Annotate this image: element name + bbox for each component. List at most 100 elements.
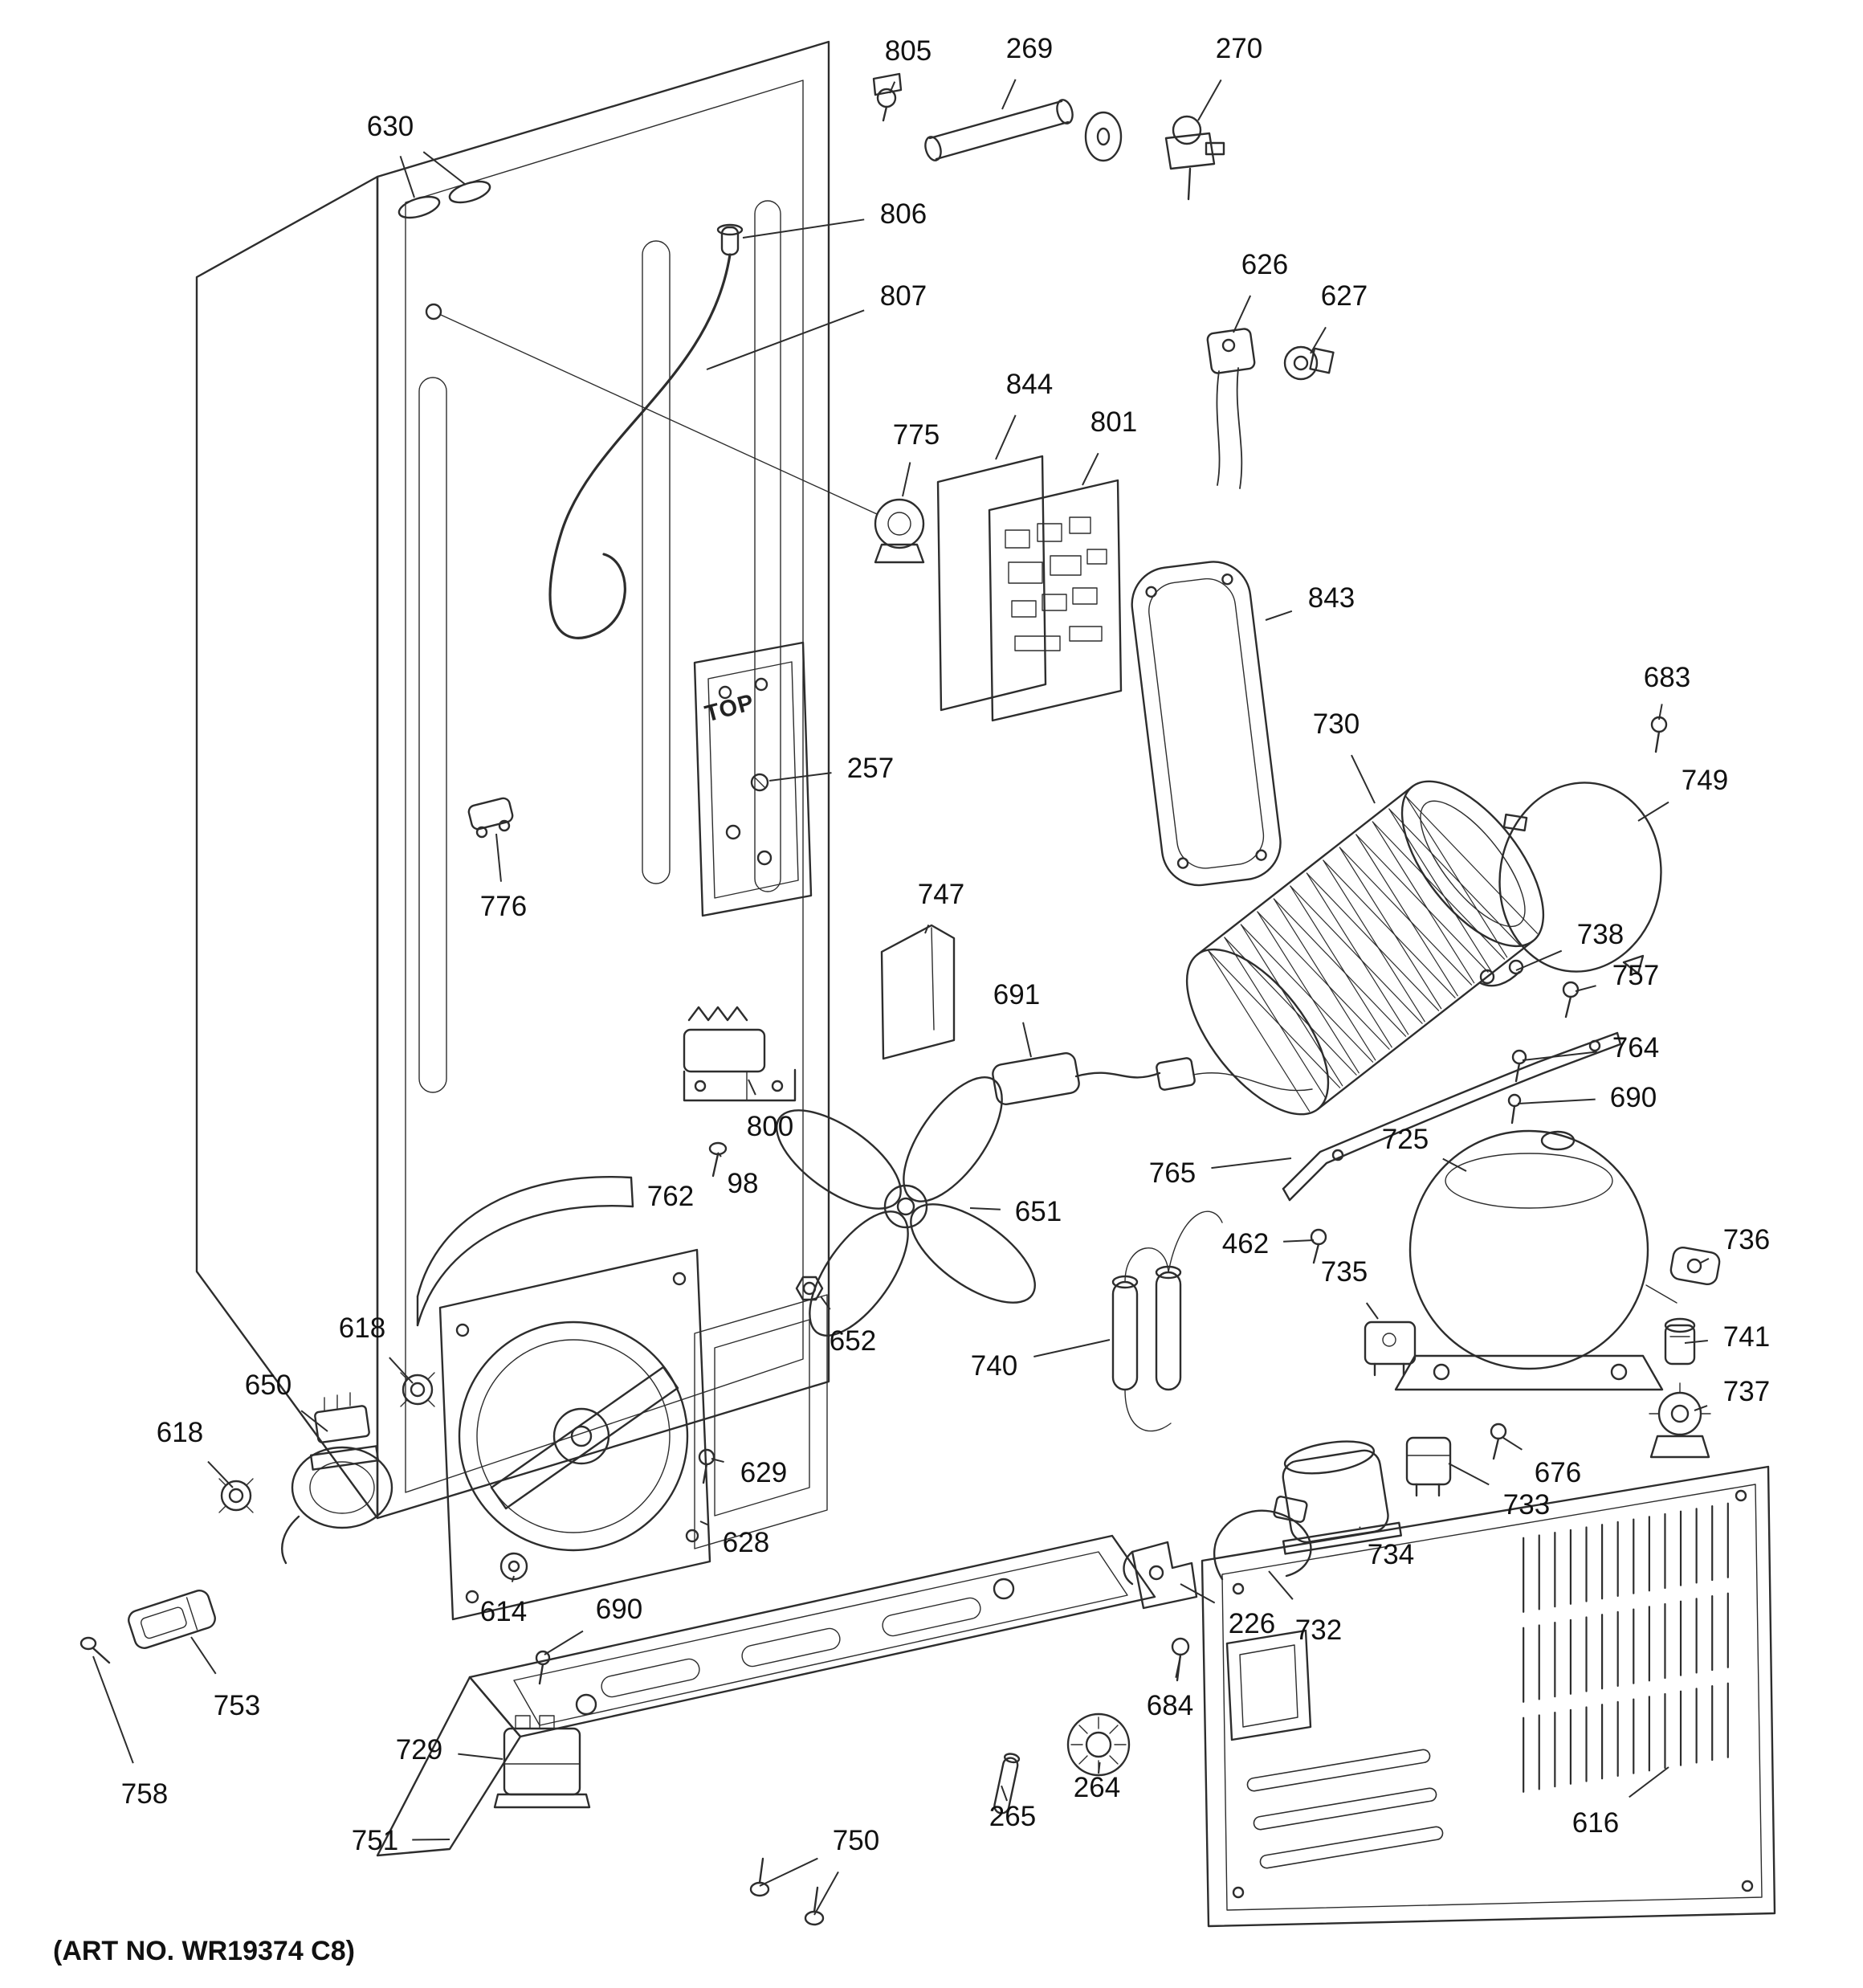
callout-844: 844 bbox=[1006, 369, 1053, 400]
motor-grommet-top bbox=[400, 1372, 435, 1407]
decor-line bbox=[699, 1521, 708, 1526]
motor-grommet-left bbox=[218, 1478, 254, 1513]
callout-806: 806 bbox=[880, 198, 927, 230]
decor-line bbox=[190, 1636, 217, 1675]
compressor bbox=[1394, 1129, 1678, 1391]
decor-line bbox=[742, 218, 865, 239]
decor-line bbox=[1522, 1051, 1597, 1061]
callout-618: 618 bbox=[157, 1417, 203, 1448]
decor-line bbox=[706, 309, 865, 370]
decor-line bbox=[1290, 885, 1392, 1048]
decor-line bbox=[1658, 704, 1663, 720]
callout-628: 628 bbox=[723, 1527, 769, 1558]
callout-616: 616 bbox=[1572, 1807, 1619, 1839]
callout-618: 618 bbox=[339, 1312, 385, 1344]
callout-690: 690 bbox=[1610, 1082, 1657, 1113]
callout-629: 629 bbox=[740, 1457, 787, 1488]
compressor-connector bbox=[1664, 1317, 1696, 1365]
callout-226: 226 bbox=[1229, 1608, 1275, 1639]
panel-clip bbox=[467, 797, 514, 839]
decor-line bbox=[1372, 821, 1506, 960]
callout-652: 652 bbox=[830, 1325, 876, 1357]
wire-clamp bbox=[1283, 345, 1335, 381]
drain-heater bbox=[683, 1006, 797, 1102]
callout-737: 737 bbox=[1723, 1376, 1770, 1407]
decor-line bbox=[1022, 1022, 1032, 1058]
callout-749: 749 bbox=[1682, 765, 1728, 796]
decor-line bbox=[717, 1152, 722, 1157]
decor-line bbox=[889, 81, 896, 94]
decor-line bbox=[1575, 985, 1596, 992]
hole-grommet bbox=[874, 498, 925, 564]
callout-776: 776 bbox=[480, 891, 527, 922]
callout-676: 676 bbox=[1535, 1457, 1581, 1488]
callout-741: 741 bbox=[1723, 1321, 1770, 1353]
decor-line bbox=[711, 1458, 724, 1463]
decor-line bbox=[1388, 808, 1522, 947]
decor-line bbox=[1306, 872, 1409, 1035]
decor-line bbox=[1224, 937, 1357, 1076]
drain-pan bbox=[376, 1534, 1156, 1857]
callout-736: 736 bbox=[1723, 1224, 1770, 1255]
decor-line bbox=[1240, 924, 1343, 1087]
decor-line bbox=[495, 833, 502, 882]
tube-clip bbox=[872, 72, 903, 122]
callout-730: 730 bbox=[1313, 708, 1360, 740]
callout-747: 747 bbox=[918, 879, 964, 910]
drain-tube bbox=[993, 1753, 1021, 1815]
condenser-coil bbox=[1185, 780, 1545, 1116]
callout-650: 650 bbox=[245, 1370, 291, 1401]
pan-screws bbox=[749, 1857, 825, 1926]
rear-access-panel bbox=[1201, 1465, 1776, 1928]
panel-grille bbox=[1523, 1502, 1729, 1793]
top-marking: TOP bbox=[703, 689, 757, 727]
callout-805: 805 bbox=[885, 35, 932, 67]
callout-734: 734 bbox=[1368, 1539, 1414, 1570]
water-inlet-valve bbox=[1164, 115, 1225, 201]
decor-line bbox=[1517, 1098, 1596, 1104]
decor-line bbox=[1257, 911, 1390, 1050]
insulation-block bbox=[880, 924, 956, 1060]
base-screw-left bbox=[535, 1650, 551, 1685]
decor-line bbox=[1175, 1655, 1181, 1678]
bracket-screw bbox=[1511, 1049, 1527, 1083]
decor-line bbox=[412, 1839, 450, 1841]
decor-line bbox=[1082, 452, 1099, 486]
decor-line bbox=[1372, 821, 1475, 984]
callout-270: 270 bbox=[1216, 33, 1262, 64]
decor-line bbox=[759, 1857, 818, 1887]
callout-729: 729 bbox=[396, 1734, 442, 1766]
callout-807: 807 bbox=[880, 280, 927, 312]
callout-801: 801 bbox=[1090, 406, 1137, 438]
decor-line bbox=[1306, 872, 1440, 1011]
decor-line bbox=[1355, 834, 1458, 997]
decor-line bbox=[1404, 795, 1508, 958]
mount-screw-right bbox=[1507, 1093, 1522, 1125]
water-tube bbox=[548, 253, 732, 639]
decor-line bbox=[1283, 1239, 1315, 1243]
decor-line bbox=[1211, 1157, 1292, 1170]
tube-grommet bbox=[716, 223, 744, 256]
condenser-fan-blade bbox=[776, 1076, 1036, 1337]
condenser-cover bbox=[1498, 782, 1662, 975]
art-number: (ART NO. WR19374 C8) bbox=[53, 1936, 355, 1966]
callout-762: 762 bbox=[647, 1181, 694, 1212]
decor-line bbox=[1268, 1570, 1294, 1600]
callout-732: 732 bbox=[1295, 1614, 1342, 1646]
callout-843: 843 bbox=[1308, 582, 1355, 614]
diagram-artwork: TOP bbox=[53, 40, 1776, 1966]
decor-line bbox=[1033, 1339, 1111, 1358]
callout-683: 683 bbox=[1644, 662, 1690, 693]
decor-line bbox=[1339, 847, 1473, 986]
mount-grommet bbox=[1649, 1382, 1711, 1459]
decor-line bbox=[1637, 801, 1669, 822]
cover-screw bbox=[1650, 716, 1668, 753]
callout-764: 764 bbox=[1612, 1032, 1659, 1063]
decor-line bbox=[1290, 885, 1423, 1024]
callout-462: 462 bbox=[1222, 1228, 1269, 1259]
callout-626: 626 bbox=[1241, 249, 1288, 280]
water-pump bbox=[281, 1392, 393, 1565]
coil-hatch bbox=[1207, 795, 1539, 1112]
decor-line bbox=[1233, 295, 1252, 333]
